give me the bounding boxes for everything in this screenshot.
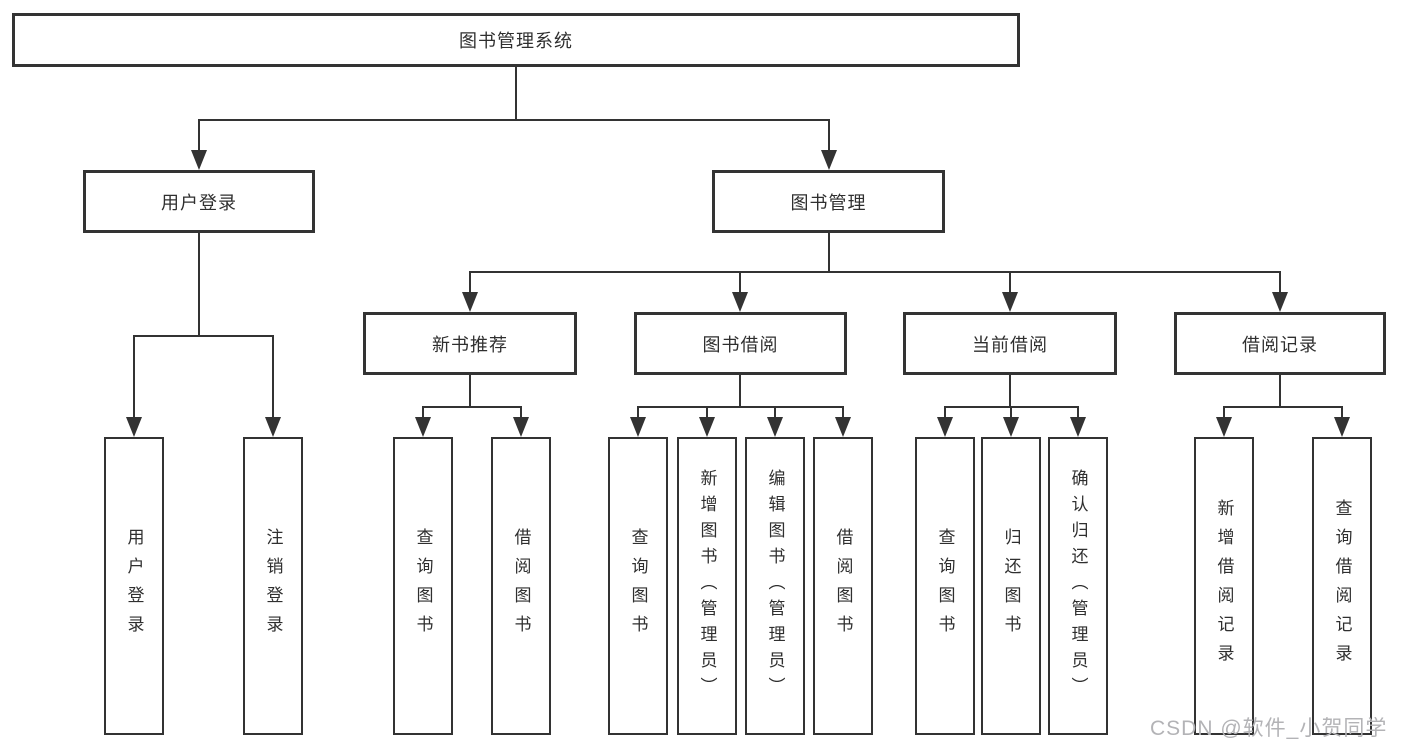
connector-line: [637, 406, 844, 408]
arrow-down-icon: [1272, 292, 1288, 312]
connector-line: [469, 271, 471, 294]
connector-line: [469, 271, 1281, 273]
connector-line: [198, 119, 200, 152]
leaf-borrow-book-1: 借阅图书: [491, 437, 551, 735]
leaf-add-book-admin: 新增图书（管理员）: [677, 437, 737, 735]
connector-line: [828, 233, 830, 273]
arrow-down-icon: [126, 417, 142, 437]
node-borrow-records: 借阅记录: [1174, 312, 1386, 375]
connector-line: [944, 406, 946, 419]
leaf-query-borrow-record: 查询借阅记录: [1312, 437, 1372, 735]
connector-line: [1223, 406, 1225, 419]
arrow-down-icon: [1216, 417, 1232, 437]
leaf-borrow-book-2: 借阅图书: [813, 437, 873, 735]
arrow-down-icon: [1070, 417, 1086, 437]
leaf-edit-book-admin: 编辑图书（管理员）: [745, 437, 805, 735]
connector-line: [1223, 406, 1343, 408]
connector-line: [842, 406, 844, 419]
node-book-management: 图书管理: [712, 170, 945, 233]
connector-line: [637, 406, 639, 419]
connector-line: [1010, 406, 1012, 419]
node-user-login: 用户登录: [83, 170, 315, 233]
arrow-down-icon: [462, 292, 478, 312]
leaf-query-book-2: 查询图书: [608, 437, 668, 735]
connector-line: [133, 335, 135, 419]
arrow-down-icon: [1003, 417, 1019, 437]
connector-line: [1279, 375, 1281, 407]
connector-line: [198, 233, 200, 336]
leaf-query-book-1: 查询图书: [393, 437, 453, 735]
arrow-down-icon: [821, 150, 837, 170]
connector-line: [198, 119, 830, 121]
arrow-down-icon: [1334, 417, 1350, 437]
connector-line: [828, 119, 830, 152]
connector-line: [272, 335, 274, 419]
connector-line: [1009, 375, 1011, 407]
arrow-down-icon: [767, 417, 783, 437]
leaf-return-book: 归还图书: [981, 437, 1041, 735]
connector-line: [1077, 406, 1079, 419]
connector-line: [774, 406, 776, 419]
arrow-down-icon: [1002, 292, 1018, 312]
arrow-down-icon: [937, 417, 953, 437]
connector-line: [520, 406, 522, 419]
connector-line: [1009, 271, 1011, 294]
arrow-down-icon: [732, 292, 748, 312]
connector-line: [515, 67, 517, 120]
arrow-down-icon: [630, 417, 646, 437]
leaf-add-borrow-record: 新增借阅记录: [1194, 437, 1254, 735]
arrow-down-icon: [513, 417, 529, 437]
connector-line: [422, 406, 424, 419]
node-new-book-recommend: 新书推荐: [363, 312, 577, 375]
arrow-down-icon: [835, 417, 851, 437]
watermark-csdn: CSDN @软件_小贺同学: [1150, 717, 1388, 740]
connector-line: [706, 406, 708, 419]
node-book-borrow: 图书借阅: [634, 312, 847, 375]
connector-line: [739, 375, 741, 407]
arrow-down-icon: [265, 417, 281, 437]
connector-line: [469, 375, 471, 407]
leaf-logout: 注销登录: [243, 437, 303, 735]
arrow-down-icon: [191, 150, 207, 170]
arrow-down-icon: [699, 417, 715, 437]
connector-line: [133, 335, 274, 337]
connector-line: [1341, 406, 1343, 419]
arrow-down-icon: [415, 417, 431, 437]
node-current-borrow: 当前借阅: [903, 312, 1117, 375]
leaf-confirm-return-admin: 确认归还（管理员）: [1048, 437, 1108, 735]
connector-line: [739, 271, 741, 294]
connector-line: [422, 406, 522, 408]
leaf-user-login: 用户登录: [104, 437, 164, 735]
node-library-system: 图书管理系统: [12, 13, 1020, 67]
leaf-query-book-3: 查询图书: [915, 437, 975, 735]
connector-line: [1279, 271, 1281, 294]
